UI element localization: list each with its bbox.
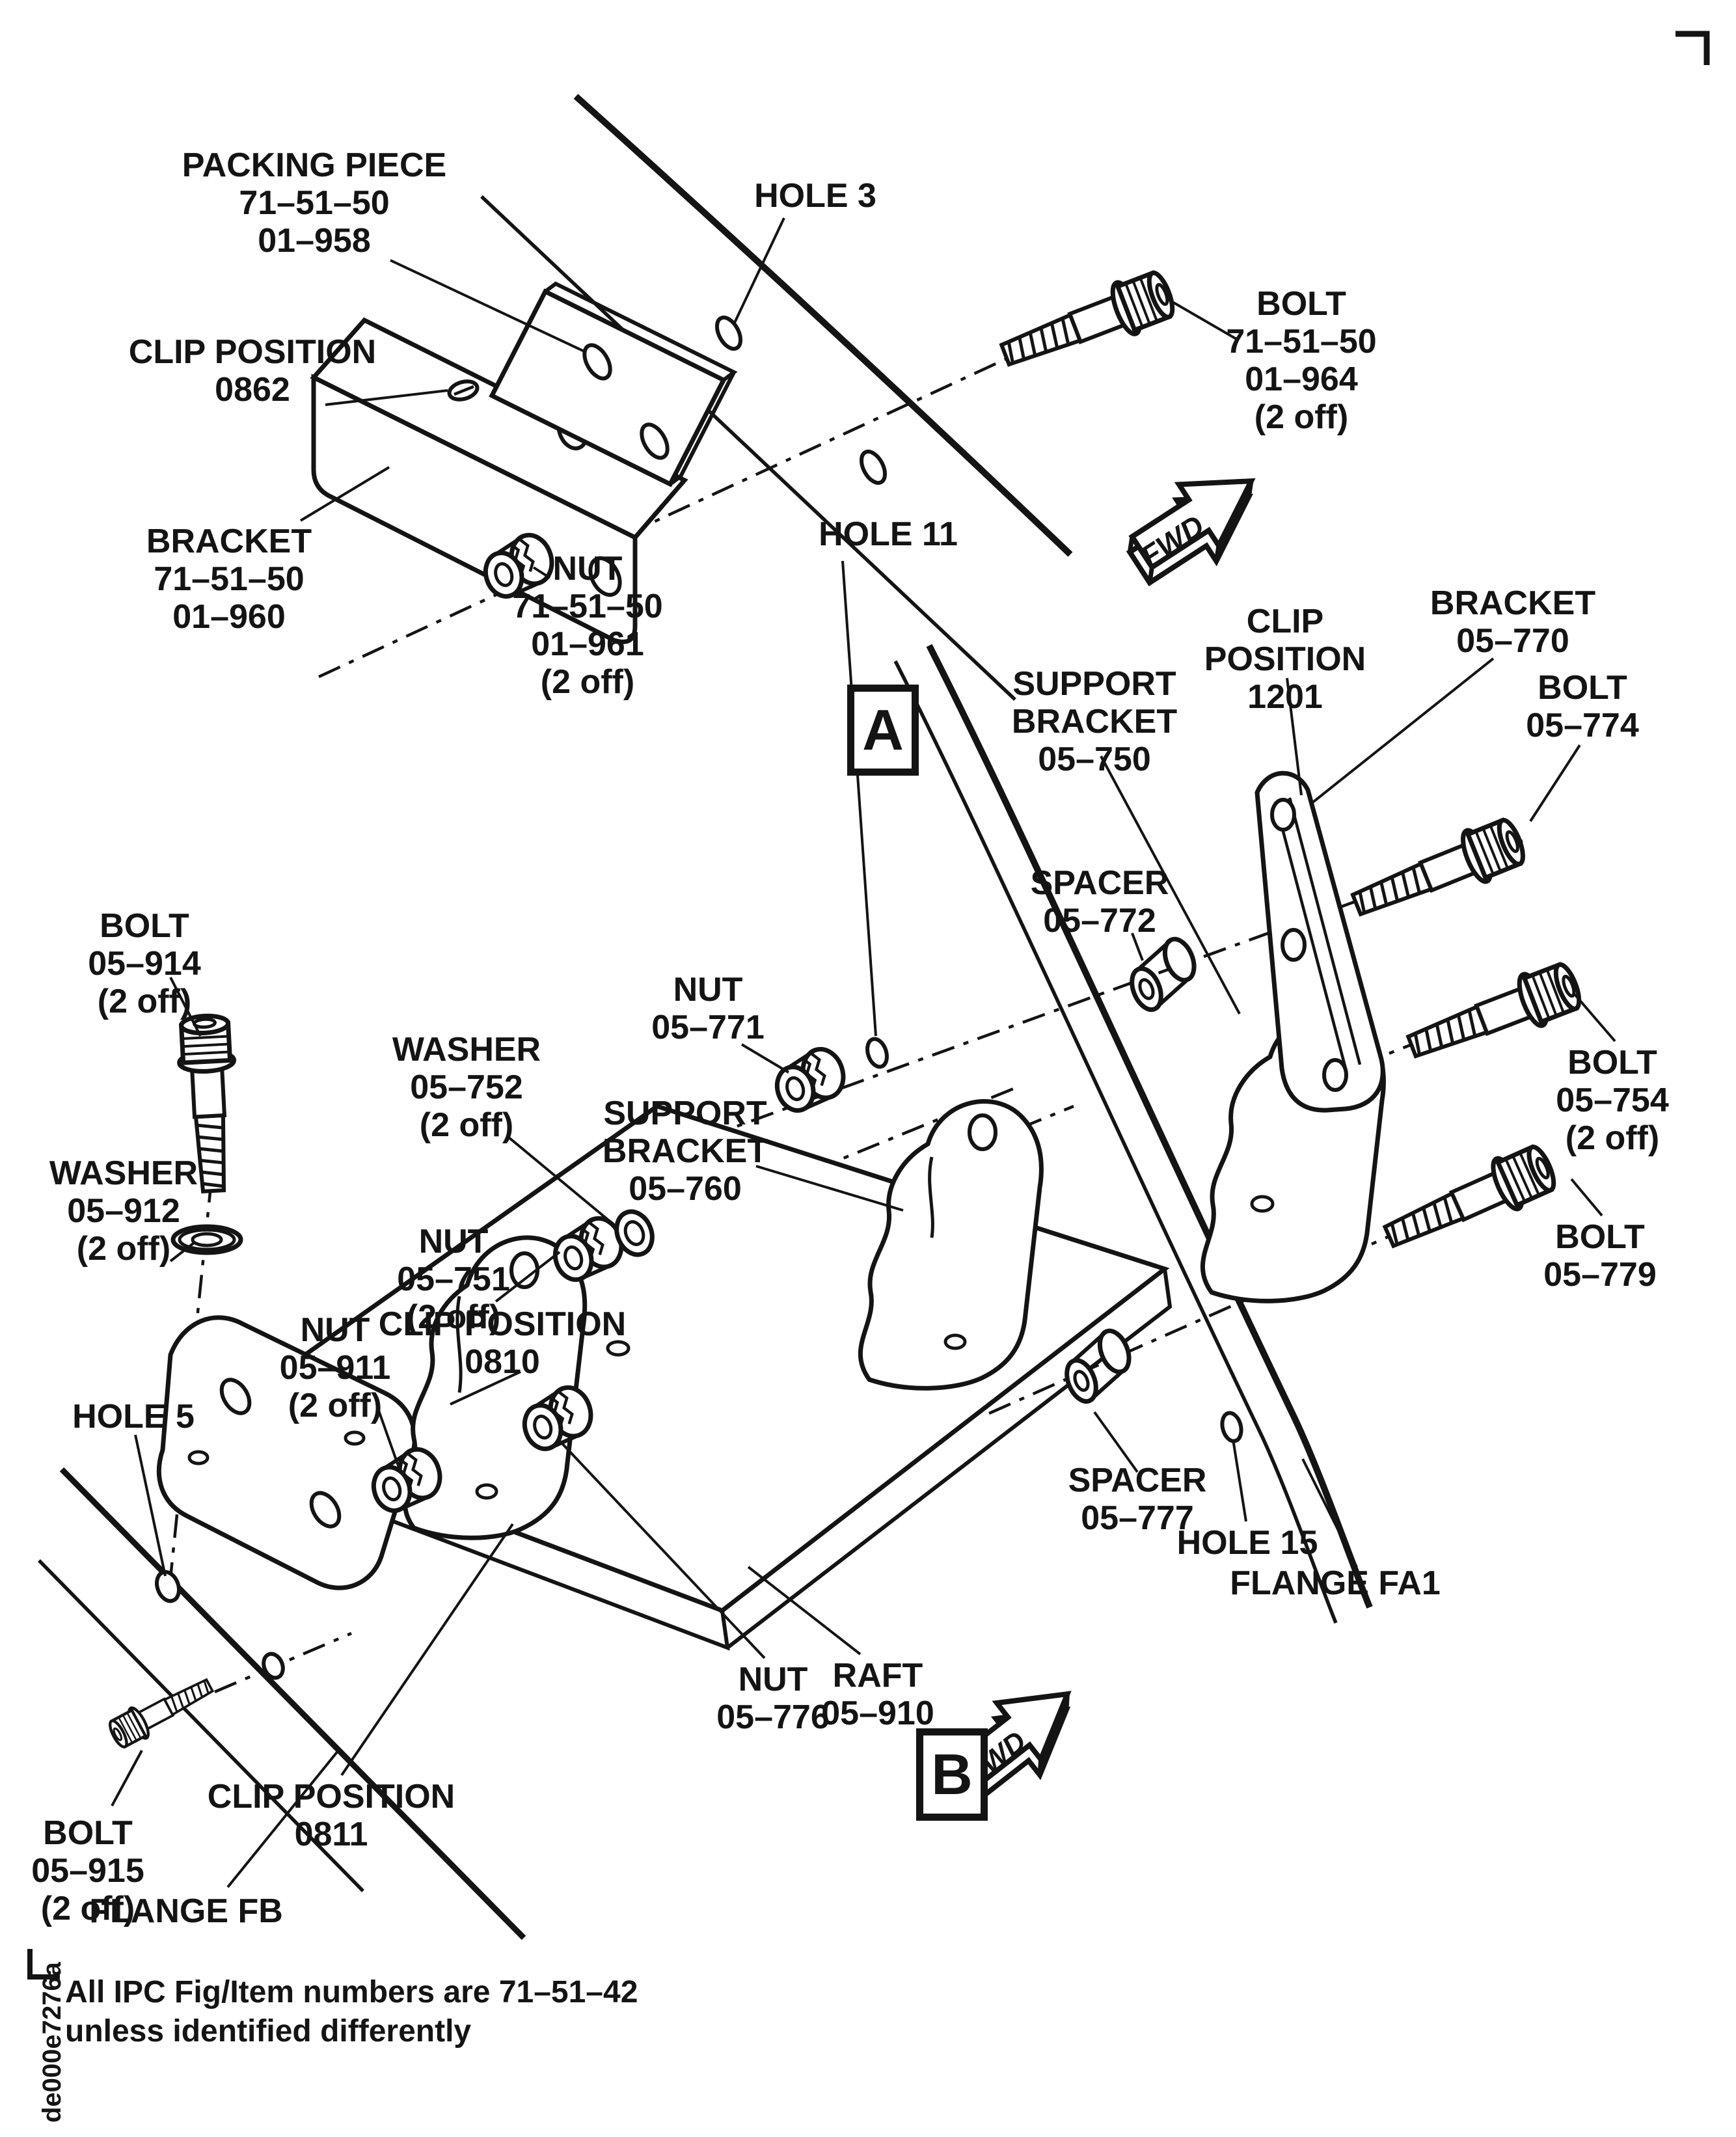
label-hole-15: HOLE 15 bbox=[1176, 1524, 1318, 1562]
bracket-slot-hole bbox=[588, 556, 622, 597]
label-hole-3: HOLE 3 bbox=[754, 177, 876, 215]
spacer-05-772-graphic bbox=[1120, 935, 1205, 1014]
label-clip-position-0810: CLIP POSITION 0810 bbox=[378, 1305, 627, 1381]
view-marker-a: A bbox=[847, 685, 919, 776]
clip-position-0862-hole bbox=[447, 379, 480, 402]
label-spacer-05-777: SPACER 05–777 bbox=[1068, 1462, 1207, 1537]
corner-mark-bottom-left bbox=[27, 1949, 60, 1980]
raft-support-bracket-left bbox=[402, 1235, 588, 1540]
clip-position-1201-hole bbox=[1270, 798, 1296, 832]
bracket-05-770 bbox=[1255, 770, 1385, 1113]
bolt-01-964-graphic bbox=[996, 266, 1178, 380]
view-marker-b-letter: B bbox=[931, 1742, 973, 1806]
label-flange-fb: FLANGE FB bbox=[89, 1892, 283, 1930]
hole-11-graphic bbox=[865, 1037, 889, 1069]
view-a-centerline bbox=[318, 294, 1143, 679]
label-bolt-05-914: BOLT 05–914 (2 off) bbox=[88, 907, 201, 1020]
label-packing-piece: PACKING PIECE 71–51–50 01–958 bbox=[182, 146, 447, 260]
label-bracket-01-960: BRACKET 71–51–50 01–960 bbox=[146, 523, 312, 636]
label-support-bracket-05-750: SUPPORT BRACKET 05–750 bbox=[1011, 665, 1178, 778]
document-code: de000e7276a bbox=[38, 1962, 66, 2123]
label-bolt-01-964: BOLT 71–51–50 01–964 (2 off) bbox=[1226, 285, 1377, 436]
hole-15-graphic bbox=[1220, 1411, 1243, 1443]
label-clip-position-1201: CLIP POSITION 1201 bbox=[1204, 603, 1366, 716]
frame-hole bbox=[859, 449, 888, 485]
label-washer-05-912: WASHER 05–912 (2 off) bbox=[49, 1154, 198, 1268]
label-clip-position-0811: CLIP POSITION 0811 bbox=[207, 1778, 455, 1853]
fwd-arrow-icon: FWD bbox=[1126, 478, 1256, 586]
hole-5-graphic bbox=[155, 1570, 181, 1603]
label-flange-fa1: FLANGE FA1 bbox=[1230, 1564, 1441, 1602]
corner-mark-top-right bbox=[1675, 31, 1710, 65]
label-nut-05-776: NUT 05–776 bbox=[716, 1661, 830, 1736]
bolt-05-774-graphic bbox=[1346, 813, 1529, 930]
hole-3-graphic bbox=[714, 315, 743, 351]
label-nut-05-911: NUT 05–911 (2 off) bbox=[279, 1311, 391, 1424]
label-clip-position-0862: CLIP POSITION 0862 bbox=[128, 333, 377, 409]
leader-lines-view-a bbox=[299, 217, 1239, 579]
label-raft-05-910: RAFT 05–910 bbox=[821, 1657, 934, 1732]
ipc-note: All IPC Fig/Item numbers are 71–51–42 un… bbox=[65, 1975, 638, 2049]
packing-piece-01-958 bbox=[489, 281, 738, 487]
label-support-bracket-05-760: SUPPORT BRACKET 05–760 bbox=[602, 1095, 768, 1208]
washer-05-752-graphic bbox=[614, 1209, 655, 1257]
view-marker-b: B bbox=[916, 1728, 988, 1821]
label-hole-11: HOLE 11 bbox=[819, 515, 958, 553]
label-bolt-05-774: BOLT 05–774 bbox=[1526, 669, 1639, 744]
leader-lines-view-b bbox=[111, 560, 1616, 1888]
label-bracket-05-770: BRACKET 05–770 bbox=[1430, 584, 1596, 660]
raft-hole bbox=[606, 1340, 631, 1357]
label-bolt-05-779: BOLT 05–779 bbox=[1543, 1218, 1657, 1294]
label-bolt-05-915: BOLT 05–915 (2 off) bbox=[31, 1814, 144, 1927]
label-nut-05-751: NUT 05–751 (2 off) bbox=[397, 1223, 510, 1336]
flange-fb-hole bbox=[262, 1652, 285, 1680]
view-a-frame-band bbox=[480, 94, 1073, 701]
support-bracket-05-760 bbox=[858, 1099, 1044, 1391]
label-washer-05-752: WASHER 05–752 (2 off) bbox=[392, 1031, 541, 1144]
nut-05-771-graphic bbox=[769, 1044, 850, 1115]
label-bolt-05-754: BOLT 05–754 (2 off) bbox=[1556, 1044, 1669, 1157]
label-hole-5: HOLE 5 bbox=[72, 1398, 195, 1436]
bolt-05-915-graphic bbox=[106, 1670, 218, 1751]
flange-fa1-band bbox=[893, 644, 1373, 1624]
label-nut-01-961: NUT 71–51–50 01–961 (2 off) bbox=[512, 550, 663, 701]
flange-fb-band bbox=[38, 1467, 526, 1940]
view-marker-a-letter: A bbox=[862, 698, 904, 762]
label-spacer-05-772: SPACER 05–772 bbox=[1030, 864, 1169, 940]
label-nut-05-771: NUT 05–771 bbox=[651, 971, 765, 1046]
bolt-05-779-graphic bbox=[1378, 1140, 1560, 1261]
raft-end-bracket bbox=[156, 1315, 417, 1590]
